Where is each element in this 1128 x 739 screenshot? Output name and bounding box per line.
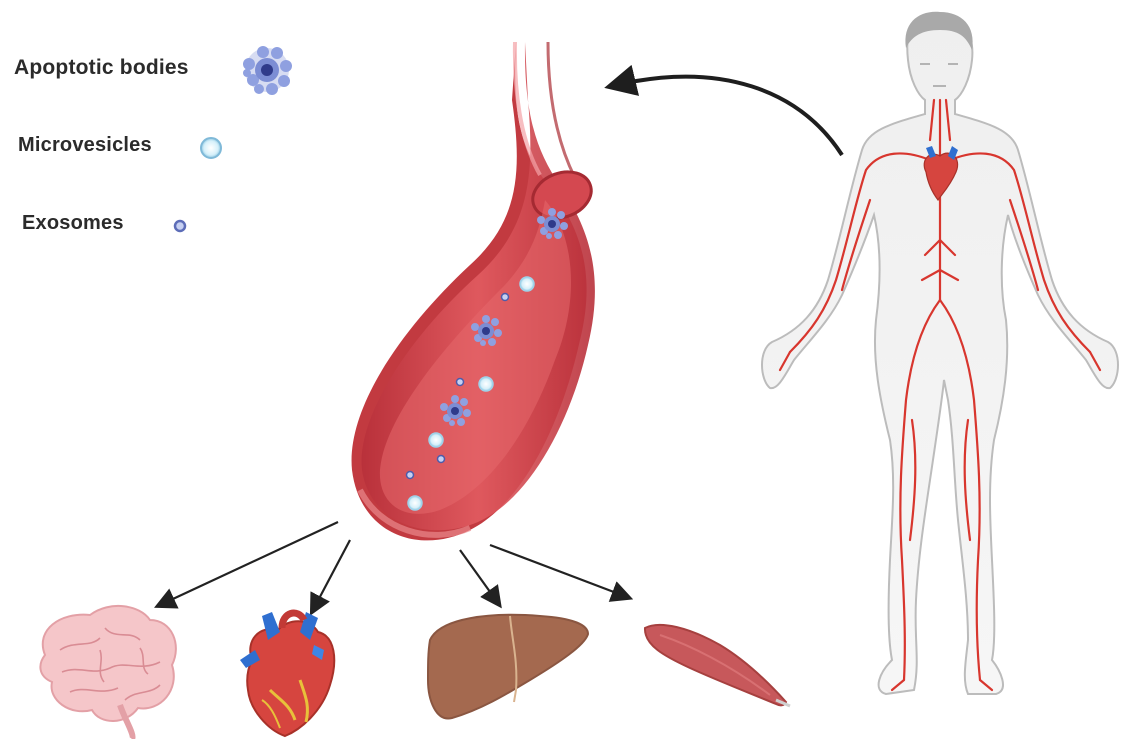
apoptotic-body-icon xyxy=(243,46,292,95)
arrow-to-liver xyxy=(460,550,498,603)
legend-apoptotic-bodies-label: Apoptotic bodies xyxy=(14,56,189,80)
human-body-icon xyxy=(762,12,1118,694)
heart-icon xyxy=(240,612,334,736)
body-to-vessel-arrow xyxy=(612,77,842,155)
exosome-icon xyxy=(438,456,445,463)
exosome-icon xyxy=(457,379,464,386)
muscle-icon xyxy=(645,625,790,706)
arrow-to-muscle xyxy=(490,545,627,597)
legend-microvesicles-label: Microvesicles xyxy=(18,134,152,157)
microvesicle-icon xyxy=(408,496,422,510)
microvesicle-icon xyxy=(429,433,443,447)
microvesicle-icon xyxy=(201,138,221,158)
brain-icon xyxy=(40,606,175,739)
exosome-icon xyxy=(175,221,185,231)
microvesicle-icon xyxy=(520,277,534,291)
blood-vessel-icon xyxy=(352,42,598,540)
arrow-to-heart xyxy=(313,540,350,610)
legend-exosomes-label: Exosomes xyxy=(22,212,124,235)
arrow-to-brain xyxy=(160,522,338,605)
exosome-icon xyxy=(502,294,509,301)
microvesicle-icon xyxy=(479,377,493,391)
exosome-icon xyxy=(407,472,414,479)
liver-icon xyxy=(428,615,588,719)
